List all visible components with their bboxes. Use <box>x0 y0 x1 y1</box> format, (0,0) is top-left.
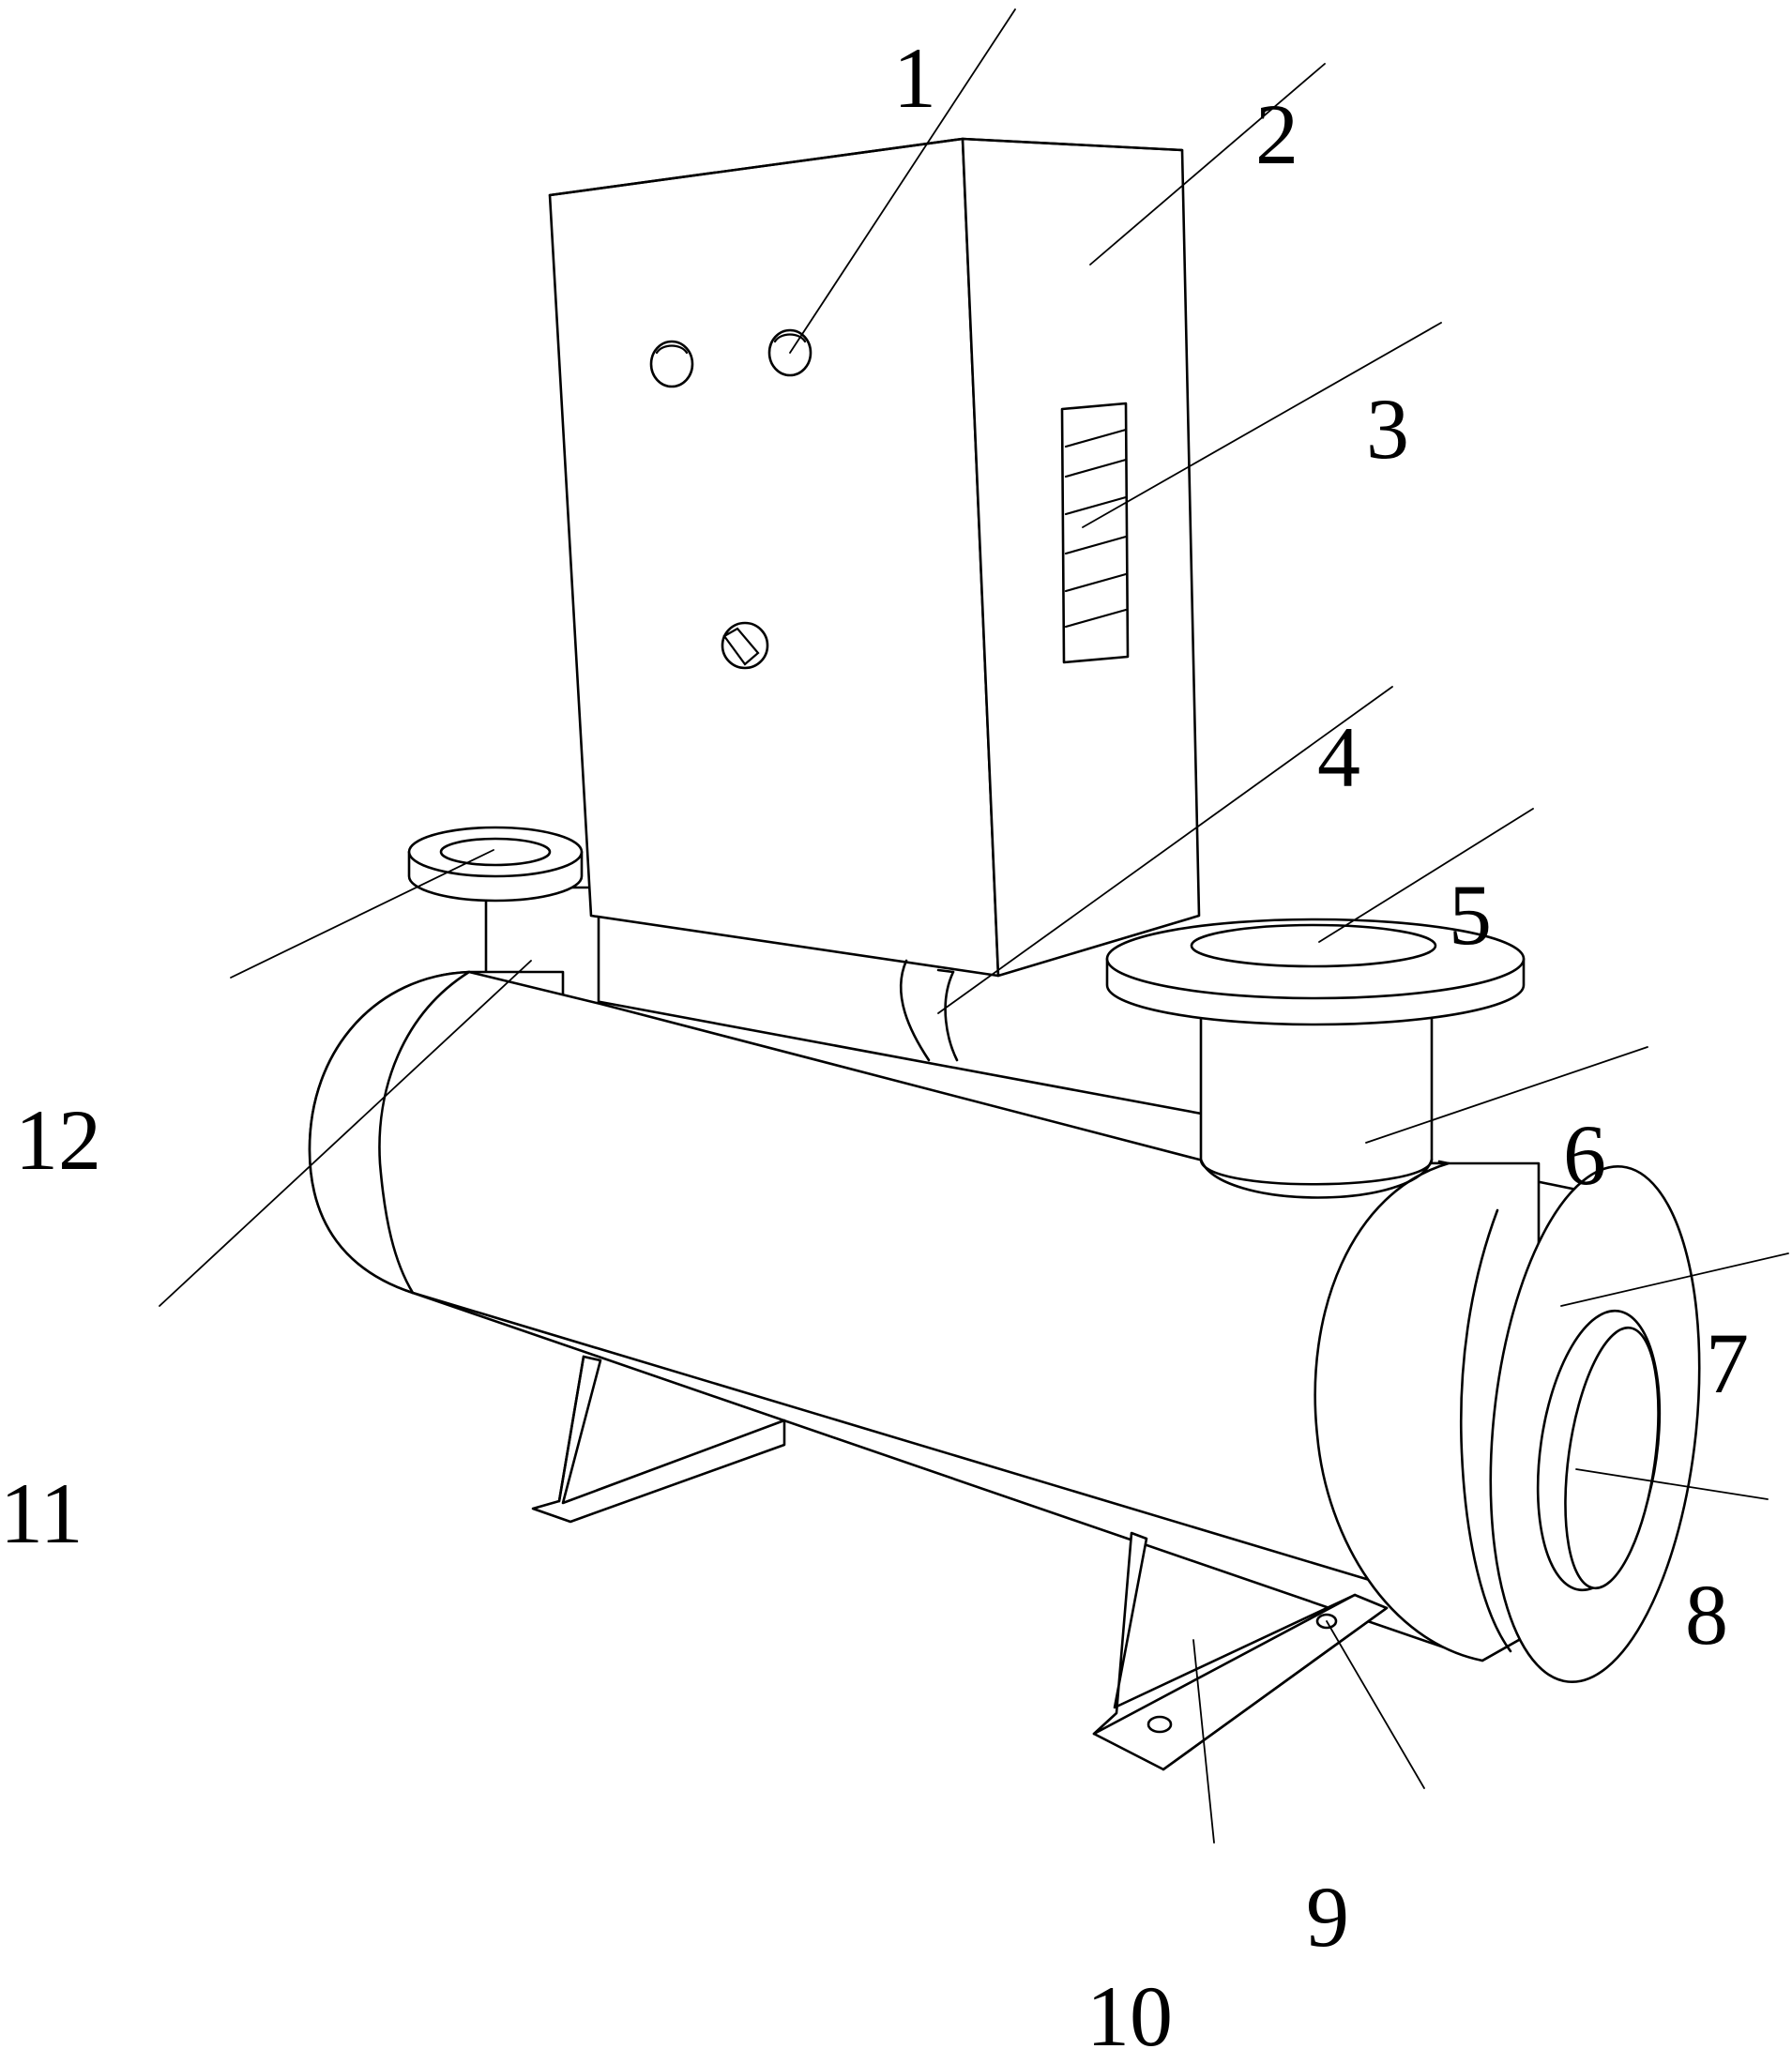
leader-9 <box>1326 1620 1425 1789</box>
label-4: 4 <box>1317 709 1360 805</box>
right-end-cap <box>1314 1161 1701 1684</box>
leader-6 <box>1365 1046 1648 1144</box>
control-box <box>548 137 1201 978</box>
leader-8 <box>1575 1468 1769 1500</box>
label-7: 7 <box>1706 1315 1749 1411</box>
label-10: 10 <box>1086 1968 1173 2049</box>
right-outlet-pipe <box>1105 918 1526 1199</box>
button-1 <box>649 340 694 388</box>
right-leg <box>1092 1531 1389 1771</box>
leader-12 <box>230 849 494 979</box>
leader-7 <box>1560 1252 1789 1307</box>
label-2: 2 <box>1255 86 1298 182</box>
leader-5 <box>1318 808 1534 943</box>
leader-10 <box>1192 1639 1215 1844</box>
leader-3 <box>1082 322 1442 528</box>
label-6: 6 <box>1563 1107 1606 1203</box>
vent-grille <box>1060 402 1130 664</box>
leader-11 <box>159 960 532 1307</box>
label-5: 5 <box>1449 867 1492 963</box>
key-switch <box>721 621 769 670</box>
left-leg <box>531 1355 786 1524</box>
leader-lines <box>159 8 1789 1844</box>
label-8: 8 <box>1685 1567 1728 1662</box>
reference-numerals: 1 2 3 4 5 6 7 8 9 10 11 12 <box>0 30 1749 2049</box>
leader-2 <box>1089 63 1326 266</box>
leader-4 <box>937 686 1393 1014</box>
label-3: 3 <box>1366 381 1409 477</box>
label-9: 9 <box>1306 1869 1349 1965</box>
label-11: 11 <box>0 1465 84 1561</box>
leader-1 <box>789 8 1016 354</box>
label-12: 12 <box>15 1092 101 1188</box>
label-1: 1 <box>893 30 936 126</box>
cable <box>899 959 959 1062</box>
